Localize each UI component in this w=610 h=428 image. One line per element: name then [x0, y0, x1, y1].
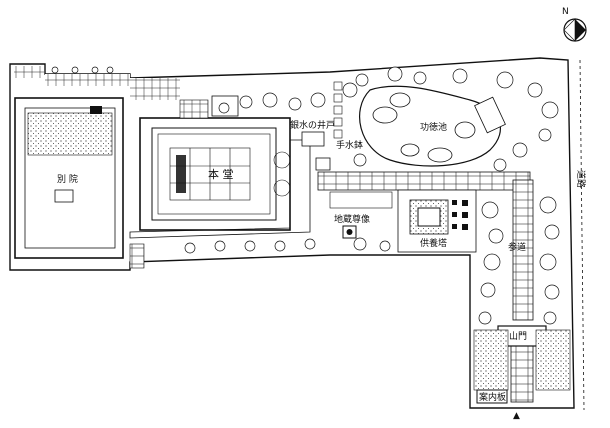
stone-path-ew — [317, 171, 531, 191]
road-edge — [579, 59, 585, 411]
betsuin-label: 別 院 — [57, 173, 78, 185]
honden-walkway-top — [179, 99, 209, 119]
betsuin-building — [14, 97, 124, 259]
sanmon-label: 山門 — [509, 331, 527, 342]
west-strip — [14, 66, 44, 78]
stone-row-west-of-pond — [333, 81, 343, 139]
jizo-label: 地蔵尊像 — [334, 213, 370, 225]
gravel-west — [473, 329, 509, 391]
chozubachi-label: 手水鉢 — [336, 139, 363, 151]
kuyoto-label: 供養塔 — [420, 237, 447, 249]
betsuin-steps — [129, 243, 145, 269]
kudoku-pond-label: 功徳池 — [420, 121, 447, 133]
sando-path — [512, 179, 534, 321]
north-label: N — [562, 7, 569, 17]
kuyoto-area — [397, 189, 477, 253]
honden-building — [139, 117, 291, 231]
stone-path-ns-small — [329, 191, 393, 209]
gravel-east — [535, 329, 571, 391]
honden-label: 本 堂 — [208, 167, 234, 181]
ginsui-well-label: 銀水の井戸 — [290, 119, 335, 131]
chozubachi-structure — [315, 157, 331, 171]
entrance-marker: ▲ — [513, 411, 520, 421]
north-wall-strip — [45, 74, 130, 86]
annaiban-label: 案内板 — [479, 391, 506, 403]
road-label: 道路 — [575, 170, 587, 188]
north-wall-strip-2 — [130, 78, 180, 100]
ginsui-well-structure — [301, 131, 325, 147]
compass — [563, 18, 587, 42]
sando-label: 参道 — [508, 241, 526, 253]
kudoku-pond — [359, 85, 506, 167]
garden-shrubs — [51, 66, 560, 325]
sando-lower — [510, 339, 534, 403]
annaiban-board — [476, 389, 508, 404]
